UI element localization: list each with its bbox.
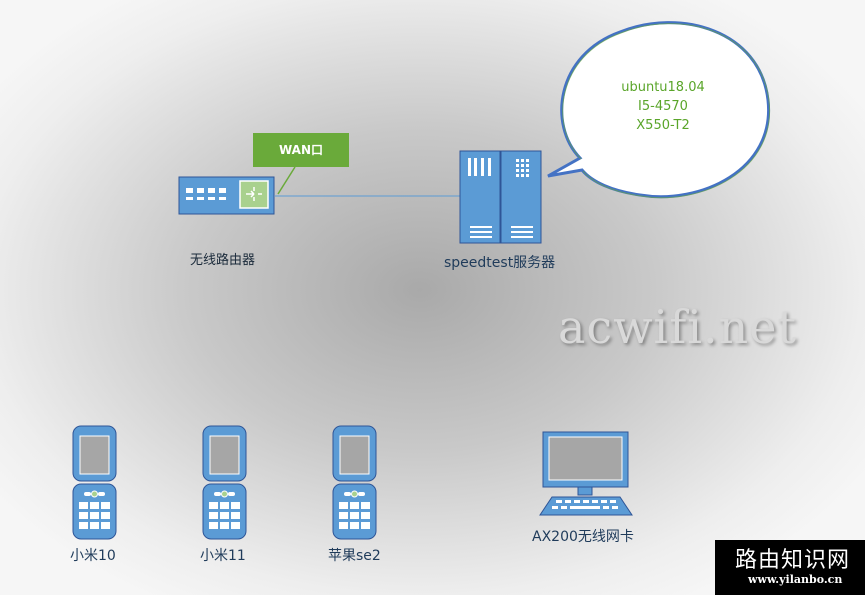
desktop-computer-icon: [539, 431, 633, 516]
spec-nic: X550-T2: [636, 118, 690, 133]
watermark: acwifi.net: [558, 300, 797, 354]
wan-callout-line: [277, 166, 296, 195]
spec-cpu: I5-4570: [638, 99, 688, 114]
brand-title: 路由知识网: [735, 548, 851, 573]
router-label: 无线路由器: [190, 253, 256, 268]
server-icon: [459, 150, 542, 244]
phone-icon: [72, 425, 117, 540]
wan-port-label: WAN口: [253, 133, 349, 167]
device-label-1: 小米10: [70, 548, 116, 564]
brand-url: www.yilanbo.cn: [748, 573, 843, 586]
spec-os: ubuntu18.04: [621, 80, 705, 95]
brand-box: [715, 540, 865, 595]
phone-icon: [332, 425, 377, 540]
device-label-2: 小米11: [200, 548, 246, 564]
server-spec-text: ubuntu18.04 I5-4570 X550-T2: [588, 78, 738, 135]
device-label-4: AX200无线网卡: [532, 529, 634, 545]
speech-bubble: [547, 21, 771, 199]
device-label-3: 苹果se2: [328, 548, 381, 564]
server-label: speedtest服务器: [444, 255, 556, 271]
router-icon: [178, 176, 275, 215]
phone-icon: [202, 425, 247, 540]
